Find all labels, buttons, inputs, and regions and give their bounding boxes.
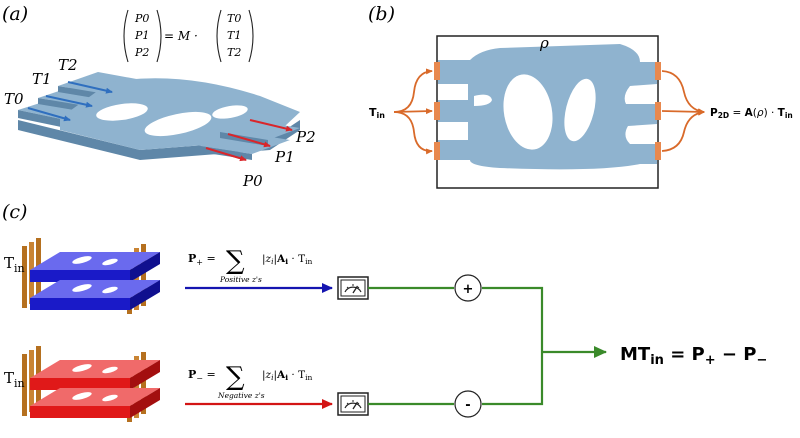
input-label-t2: T2 [58,56,78,74]
eq-rhs-2: T2 [227,46,241,59]
arrow-out-2 [249,119,293,132]
arrow-in-1 [45,95,93,108]
power-meter-top [337,276,369,300]
port-in-2 [434,142,440,160]
formula-positive: P+ = ∑ Positive z's |zi|Ai · Tin [188,246,312,284]
formula-negative: P− = ∑ Negative z's |zi|Ai · Tin [188,362,312,400]
output-label-p0: P0 [242,172,263,190]
tin-top: Tin [4,254,25,275]
device-3d [18,72,300,160]
panel-a-label: (a) [2,3,28,25]
hole-1 [96,103,148,121]
junction-minus-sign: - [465,398,470,413]
shape-notch [474,94,492,106]
input-label-t0: T0 [4,90,24,108]
panel-b-label: (b) [368,3,395,25]
junction-plus [454,274,482,302]
formula-positive-lhs: P+ = [188,252,216,267]
eq-lhs-1: P1 [134,29,149,42]
hole-3 [212,105,248,119]
panel-b: (b) ρ Tin P2D = A(ρ) · Tin [368,3,793,189]
port-in-0 [434,62,440,80]
arrow-in-0 [27,107,71,122]
eq-equals-m: = M · [164,29,198,43]
orange-out-bot [661,109,705,152]
junction-plus-sign: + [463,282,474,297]
tin-bottom: Tin [4,369,25,390]
panel-c-label: (c) [2,201,27,223]
arrow-out-0 [205,147,247,162]
left-paren [123,9,129,63]
orange-out-mid [661,108,705,115]
panel-c: (c) Tin Tin P+ = ∑ Positive z's |zi|Ai ·… [2,201,767,422]
formula-negative-lhs: P− = [188,368,216,383]
shape-hole-2 [564,78,596,142]
junction-minus [454,390,482,418]
rho-label: ρ [539,34,549,52]
output-label-p1: P1 [274,148,295,166]
right-paren [156,9,162,63]
shape-hole-1 [503,74,553,150]
eq-rhs-0: T0 [227,12,241,25]
stack-negative [22,346,160,422]
p2d-label: P2D = A(ρ) · Tin [710,107,793,120]
left-paren-2 [216,9,222,63]
eq-lhs-0: P0 [134,12,149,25]
sum-sign-bottom: ∑ [226,362,245,392]
panel-a-equation: P0 P1 P2 = M · T0 T1 T2 [123,9,254,63]
panel-a: (a) P0 P1 P2 = M · T0 T1 T2 [2,3,316,190]
port-out-0 [655,62,661,80]
wire-combine [482,286,544,406]
power-meter-bottom [337,392,369,416]
eq-lhs-2: P2 [134,46,149,59]
orange-in-top [393,68,433,113]
formula-positive-term: |zi|Ai · Tin [262,253,312,266]
arrow-in-2 [67,81,113,94]
right-paren-2 [248,9,254,63]
orange-in-bot [393,111,433,155]
tin-label-b: Tin [369,106,385,120]
stack-positive [22,238,160,314]
arrow-out-1 [227,133,271,148]
result-equation: MTin = P+ − P− [620,344,767,368]
eq-rhs-1: T1 [227,29,241,42]
port-out-1 [655,102,661,120]
port-in-1 [434,102,440,120]
port-out-2 [655,142,661,160]
sum-sub-bottom: Negative z's [217,391,265,400]
formula-negative-term: |zi|Ai · Tin [262,369,312,382]
output-label-p2: P2 [295,128,316,146]
orange-out-top [661,70,705,115]
sum-sub-top: Positive z's [219,275,262,284]
hole-2 [144,111,212,137]
input-label-t1: T1 [32,70,52,88]
sum-sign-top: ∑ [226,246,245,276]
